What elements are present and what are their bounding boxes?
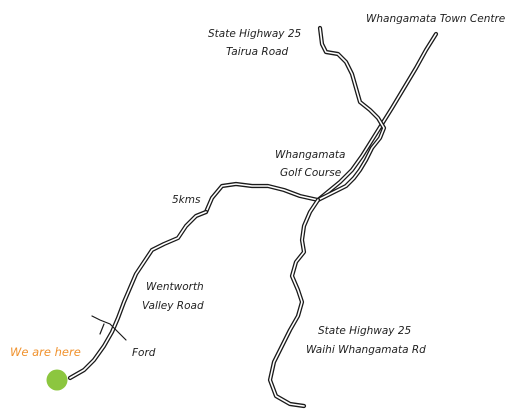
label-golf-line1: Whangamata <box>275 149 345 161</box>
label-sh25-tairua-line2: Tairua Road <box>226 46 289 58</box>
road-sh25-waihi <box>267 197 321 409</box>
label-wentworth-line2: Valley Road <box>142 300 204 312</box>
label-sh25-tairua-line1: State Highway 25 <box>208 28 302 40</box>
label-ford: Ford <box>132 347 156 359</box>
label-wentworth-line1: Wentworth <box>146 281 204 293</box>
green-dot-icon <box>46 369 68 391</box>
road-wentworth-valley <box>67 209 209 381</box>
label-sh25-waihi-line1: State Highway 25 <box>318 325 412 337</box>
road-sh25-tairua <box>315 25 387 203</box>
label-town-centre: Whangamata Town Centre <box>366 13 505 25</box>
label-sh25-waihi-line2: Waihi Whangamata Rd <box>306 344 426 356</box>
ford-crossing <box>91 315 127 341</box>
road-golf-course <box>203 181 321 215</box>
label-distance: 5kms <box>172 194 201 206</box>
label-you-are-here: We are here <box>10 345 81 359</box>
label-golf-line2: Golf Course <box>280 167 341 179</box>
